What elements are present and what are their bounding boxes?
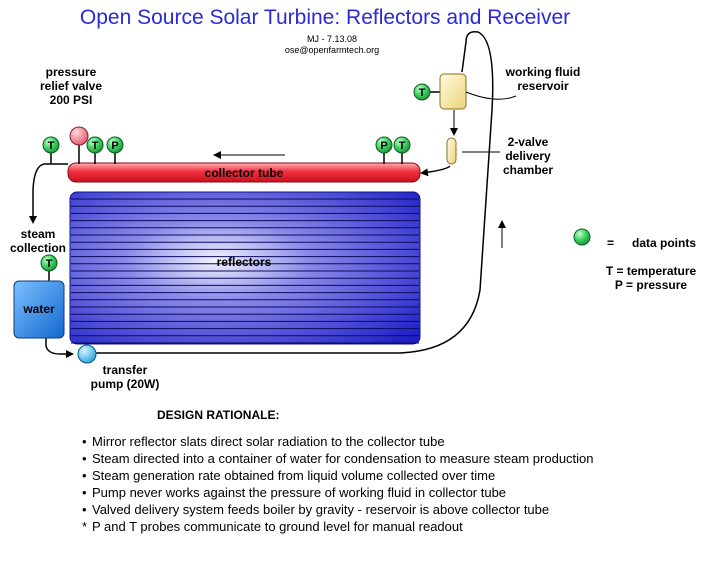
reflector-slats [71, 198, 419, 344]
chamber-label-3: chamber [503, 163, 553, 177]
probe-stems [48, 91, 440, 282]
reservoir-label-2: reservoir [517, 79, 569, 93]
collection-label: collection [10, 241, 66, 255]
rationale-item: •Steam generation rate obtained from liq… [82, 468, 496, 483]
pressure-relief-label-3: 200 PSI [50, 93, 93, 107]
legend: = data points T = temperature P = pressu… [573, 228, 697, 292]
legend-probe-icon [573, 228, 591, 246]
steam-collection-pipe [29, 163, 68, 224]
probe-left-t2: T [86, 136, 104, 154]
rationale-item: •Mirror reflector slats direct solar rad… [82, 434, 445, 449]
delivery-chamber [446, 137, 457, 165]
svg-text:T: T [419, 87, 426, 99]
transfer-label: transfer [103, 363, 148, 377]
reflector-array [69, 191, 421, 345]
collector-tube-label: collector tube [205, 166, 284, 180]
legend-pressure: P = pressure [615, 278, 687, 292]
design-rationale-heading: DESIGN RATIONALE: [157, 408, 280, 422]
pump-label: pump (20W) [91, 377, 160, 391]
chamber-to-tube-arrow [420, 165, 451, 177]
water-container [13, 280, 65, 339]
svg-text:P: P [111, 140, 118, 152]
legend-temperature: T = temperature [606, 264, 697, 278]
transfer-pump [77, 344, 97, 364]
rationale-item: •Valved delivery system feeds boiler by … [82, 502, 550, 517]
chamber-label-2: delivery [505, 149, 551, 163]
water-to-pump-pipe [45, 338, 74, 358]
probe-right-p: P [375, 136, 393, 154]
reservoir-label-1: working fluid [505, 65, 581, 79]
probe-left-t1: T [42, 136, 60, 154]
page-title: Open Source Solar Turbine: Reflectors an… [79, 6, 571, 29]
legend-data-points: data points [632, 236, 696, 250]
svg-text:T: T [92, 140, 99, 152]
working-fluid-reservoir [439, 73, 467, 110]
pressure-relief-valve [69, 126, 89, 146]
steam-label: steam [21, 227, 56, 241]
author-date: MJ - 7.13.08 [306, 34, 358, 44]
probe-right-t: T [393, 136, 411, 154]
pressure-relief-label-2: relief valve [40, 79, 102, 93]
reflectors-label: reflectors [217, 255, 272, 269]
legend-equals: = [607, 236, 614, 250]
chamber-label-1: 2-valve [508, 135, 549, 149]
rationale-item: •Pump never works against the pressure o… [82, 485, 507, 500]
probe-left-p: P [106, 136, 124, 154]
svg-text:T: T [46, 258, 53, 270]
return-loop-pipe [96, 30, 494, 354]
probe-reservoir-t: T [413, 83, 431, 101]
svg-text:T: T [399, 140, 406, 152]
reservoir-pointer [465, 91, 517, 100]
rationale-item: •Steam directed into a container of wate… [82, 451, 594, 466]
pressure-relief-label-1: pressure [46, 65, 97, 79]
design-rationale-list: •Mirror reflector slats direct solar rad… [82, 433, 594, 535]
probe-steam-t: T [40, 254, 58, 272]
email-address: ose@openfarmtech.org [284, 45, 380, 55]
svg-text:P: P [380, 140, 387, 152]
rationale-item: *P and T probes communicate to ground le… [82, 519, 463, 534]
svg-text:T: T [48, 140, 55, 152]
collector-tube [67, 162, 421, 183]
water-label: water [22, 302, 55, 316]
